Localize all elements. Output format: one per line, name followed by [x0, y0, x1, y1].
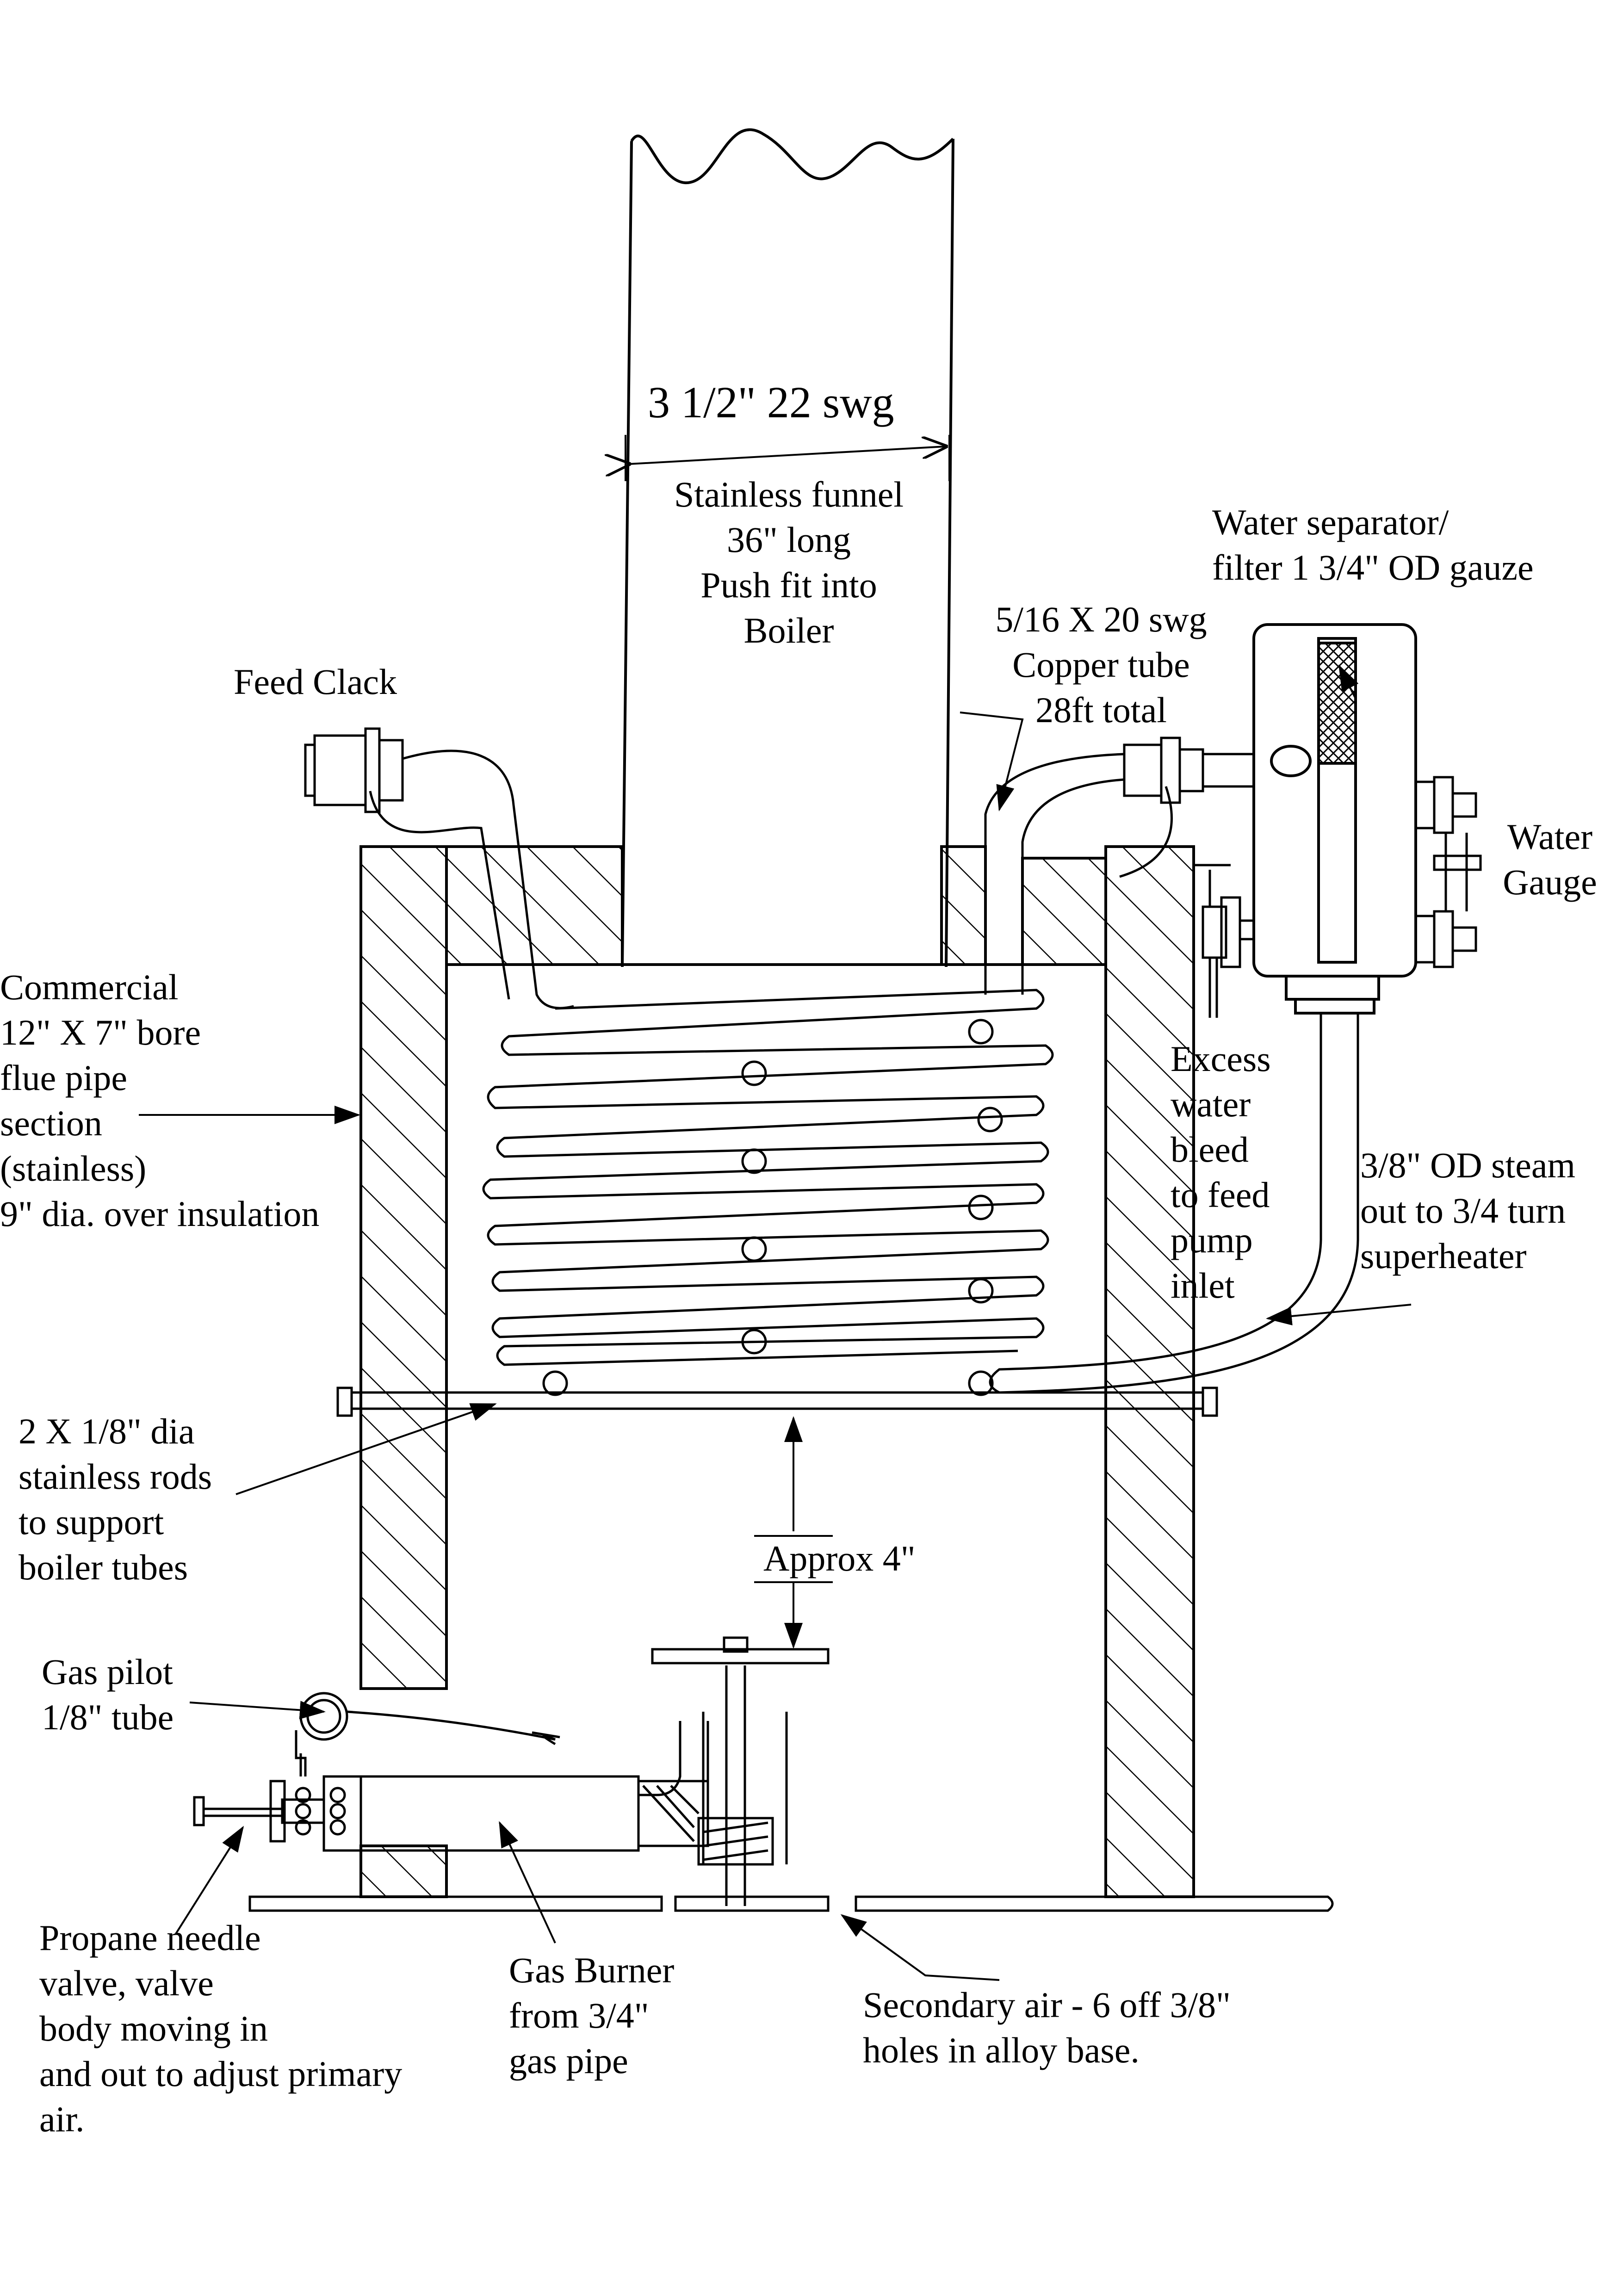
flue-pipe-line-1: Commercial — [0, 967, 179, 1007]
bleed-valve — [1194, 864, 1255, 1018]
feed-clack — [304, 727, 404, 813]
excess-water-line-2: water — [1171, 1084, 1251, 1124]
approx-gap-label: Approx 4" — [763, 1538, 916, 1578]
boiler-coil — [482, 989, 1054, 1396]
steam-out-line-2: out to 3/4 turn — [1360, 1190, 1566, 1231]
copper-tube-line-2: Copper tube — [1012, 644, 1190, 685]
secondary-air-line-2: holes in alloy base. — [863, 2030, 1140, 2070]
flue-pipe-line-6: 9" dia. over insulation — [0, 1194, 320, 1234]
separator-union — [1123, 736, 1255, 804]
support-rods-line-2: stainless rods — [19, 1456, 212, 1497]
gas-pilot-line-1: Gas pilot — [42, 1652, 173, 1692]
needle-valve-label: Propane needle valve, valve body moving … — [39, 1915, 402, 2142]
support-rods-line-4: boiler tubes — [19, 1547, 188, 1587]
funnel-label-line-2: 36" long — [726, 520, 851, 560]
feed-pipe — [369, 749, 574, 1009]
gas-burner-line-1: Gas Burner — [509, 1950, 675, 1990]
copper-tube-label: 5/16 X 20 swg Copper tube 28ft total — [962, 597, 1240, 733]
flue-pipe-line-4: section — [0, 1103, 102, 1143]
excess-water-line-3: bleed — [1171, 1129, 1249, 1170]
steam-outlet-pipe — [989, 1013, 1359, 1394]
secondary-air-line-1: Secondary air - 6 off 3/8" — [863, 1985, 1231, 2025]
excess-water-line-6: inlet — [1171, 1265, 1235, 1306]
support-rods — [336, 1386, 1218, 1417]
flue-pipe-label: Commercial 12" X 7" bore flue pipe secti… — [0, 965, 319, 1237]
steam-out-label: 3/8" OD steam out to 3/4 turn superheate… — [1360, 1143, 1575, 1279]
water-separator-line-2: filter 1 3/4" OD gauze — [1212, 547, 1534, 588]
copper-tube-line-3: 28ft total — [1035, 690, 1167, 730]
excess-water-line-4: to feed — [1171, 1175, 1270, 1215]
steam-out-line-3: superheater — [1360, 1236, 1527, 1276]
excess-water-label: Excess water bleed to feed pump inlet — [1171, 1036, 1271, 1308]
water-separator-line-1: Water separator/ — [1212, 502, 1449, 542]
leader-lines — [139, 664, 1412, 1981]
excess-water-line-1: Excess — [1171, 1039, 1271, 1079]
funnel-label-line-4: Boiler — [743, 610, 834, 650]
water-separator-label: Water separator/ filter 1 3/4" OD gauze — [1212, 500, 1534, 590]
water-gauge-label: Water Gauge — [1485, 814, 1615, 905]
excess-water-line-5: pump — [1171, 1220, 1253, 1260]
water-gauge — [1414, 776, 1482, 968]
support-rods-label: 2 X 1/8" dia stainless rods to support b… — [19, 1409, 212, 1590]
water-gauge-line-2: Gauge — [1503, 862, 1597, 902]
flue-pipe-line-3: flue pipe — [0, 1058, 128, 1098]
gas-pilot-label: Gas pilot 1/8" tube — [42, 1649, 173, 1740]
copper-tube-line-1: 5/16 X 20 swg — [995, 599, 1207, 639]
gas-pilot-line-2: 1/8" tube — [42, 1697, 174, 1737]
needle-valve-line-2: valve, valve — [39, 1963, 214, 2003]
steam-out-line-1: 3/8" OD steam — [1360, 1145, 1576, 1185]
flue-pipe-line-2: 12" X 7" bore — [0, 1012, 201, 1052]
gas-burner-line-3: gas pipe — [509, 2041, 628, 2081]
flue-pipe-line-5: (stainless) — [0, 1148, 147, 1188]
gap-dimension — [754, 1416, 833, 1649]
water-gauge-line-1: Water — [1507, 817, 1593, 857]
needle-valve-line-1: Propane needle — [39, 1918, 261, 1958]
support-rods-line-3: to support — [19, 1502, 164, 1542]
gas-burner-line-2: from 3/4" — [509, 1995, 649, 2036]
alloy-base — [248, 1895, 1334, 1912]
gas-burner-label: Gas Burner from 3/4" gas pipe — [509, 1948, 674, 2084]
needle-valve-line-4: and out to adjust primary — [39, 2054, 403, 2094]
needle-valve-line-5: air. — [39, 2099, 85, 2139]
stainless-funnel — [621, 128, 954, 967]
secondary-air-label: Secondary air - 6 off 3/8" holes in allo… — [863, 1982, 1231, 2073]
gas-burner — [193, 1636, 830, 1906]
gas-pilot-tube — [295, 1692, 560, 1776]
needle-valve-line-3: body moving in — [39, 2008, 268, 2048]
support-rods-line-1: 2 X 1/8" dia — [19, 1411, 195, 1451]
funnel-label-line-1: Stainless funnel — [674, 474, 904, 514]
water-separator — [1252, 623, 1417, 1015]
funnel-label: Stainless funnel 36" long Push fit into … — [638, 472, 939, 653]
funnel-label-line-3: Push fit into — [700, 565, 877, 605]
feed-clack-label: Feed Clack — [234, 662, 397, 702]
funnel-dimension — [626, 435, 950, 481]
funnel-size-label: 3 1/2" 22 swg — [648, 378, 894, 427]
flue-pipe-section — [359, 845, 1195, 1898]
